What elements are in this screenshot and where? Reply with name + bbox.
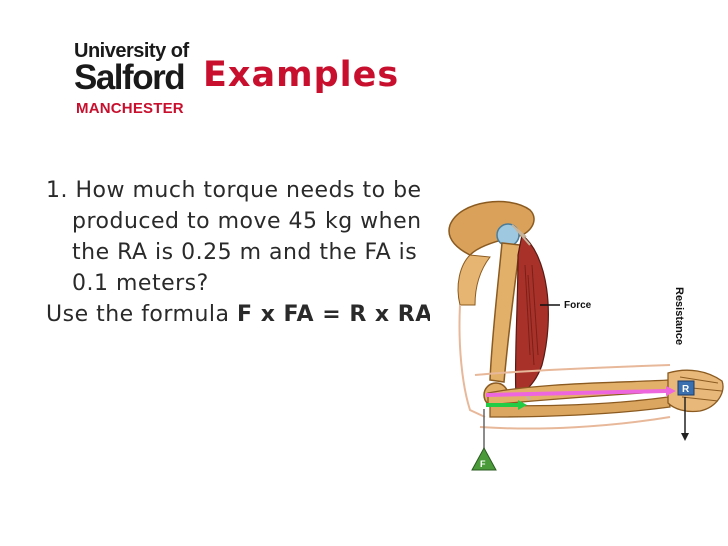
logo-line-manchester: MANCHESTER bbox=[76, 100, 184, 117]
formula-text: Use the formula F x FA = R x RA bbox=[46, 299, 446, 330]
resistance-label: Resistance bbox=[673, 287, 685, 345]
logo-line-university-of: University of bbox=[74, 40, 189, 62]
formula-prefix: Use the formula bbox=[46, 302, 238, 327]
question-text: 1. How much torque needs to be produced … bbox=[46, 178, 422, 296]
humerus-bone bbox=[489, 242, 521, 383]
arm-illustration: Force Resistance R F bbox=[430, 195, 728, 477]
resistance-arm-arrow bbox=[485, 389, 667, 397]
ulna-bone bbox=[489, 396, 671, 418]
resistance-marker bbox=[677, 380, 695, 396]
slide-title: Examples bbox=[203, 55, 400, 95]
fulcrum-letter: F bbox=[480, 459, 486, 469]
formula-equation: F x FA = R x RA bbox=[237, 302, 433, 327]
resistance-letter: R bbox=[682, 384, 690, 395]
university-logo: University of Salford MANCHESTER bbox=[74, 40, 194, 120]
arm-lever-diagram: Force Resistance R F bbox=[430, 195, 728, 477]
force-label: Force bbox=[564, 300, 592, 311]
slide-body: 1. How much torque needs to be produced … bbox=[46, 175, 446, 330]
fulcrum-triangle bbox=[471, 446, 497, 471]
logo-line-salford: Salford bbox=[74, 58, 186, 97]
